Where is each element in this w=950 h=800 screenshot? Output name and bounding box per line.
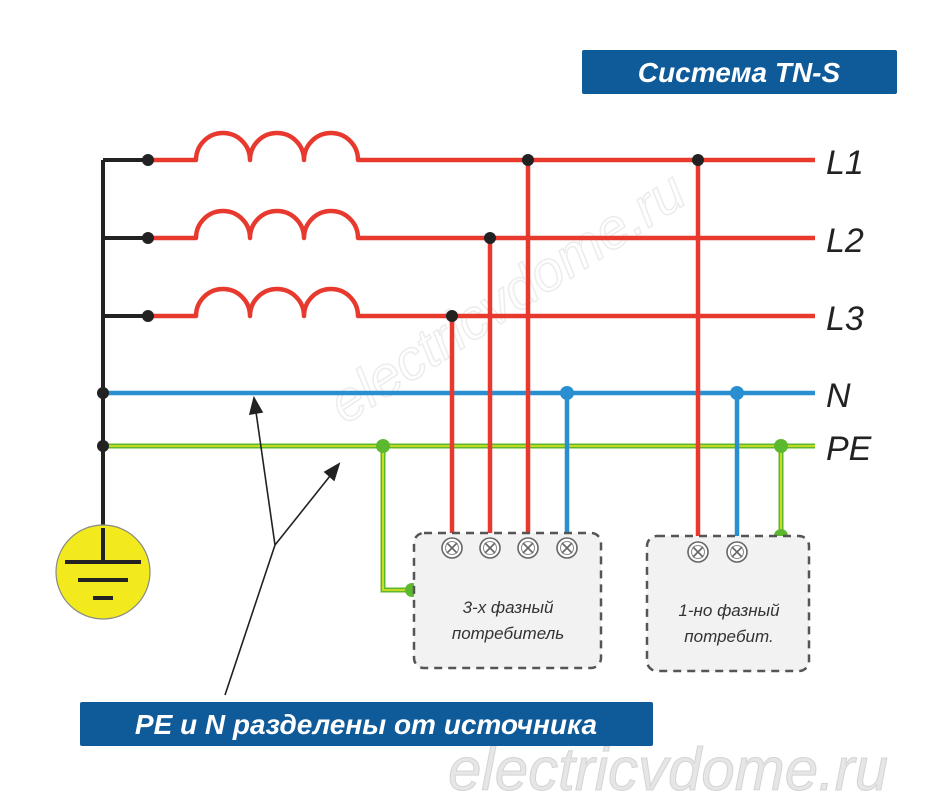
annotation-arrows [224, 395, 341, 696]
three-phase-consumer: 3-х фазный потребитель [412, 531, 603, 670]
terminal-screw-icon [517, 537, 539, 559]
junction-dot [97, 387, 109, 399]
three-phase-label-2: потребитель [452, 624, 564, 643]
terminal-screw-icon [556, 537, 578, 559]
single-phase-label-2: потребит. [684, 627, 773, 646]
three-phase-drops [449, 160, 531, 548]
line-label-n: N [826, 377, 851, 415]
note-text: PE и N разделены от источника [135, 709, 597, 740]
junction-dot [692, 154, 704, 166]
terminal-screw-icon [441, 537, 463, 559]
phase-lines [148, 130, 815, 319]
terminal-screw-icon [479, 537, 501, 559]
phase-line-l3 [148, 286, 815, 319]
junction-dot [97, 440, 109, 452]
junction-dot [142, 310, 154, 322]
phase-line-l2 [148, 208, 815, 241]
note-banner: PE и N разделены от источника [80, 702, 653, 746]
single-phase-label-1: 1-но фазный [678, 601, 780, 620]
junction-dot [446, 310, 458, 322]
pe-drop-three-phase [380, 446, 412, 593]
line-label-l1: L1 [826, 144, 864, 182]
phase-line-l1 [148, 130, 815, 163]
junction-dots [97, 154, 788, 597]
line-label-l3: L3 [826, 300, 864, 338]
terminal-screw-icon [726, 541, 748, 563]
page-title: Система TN-S [638, 57, 841, 88]
junction-dot-neutral [560, 386, 574, 400]
junction-dot-pe [774, 439, 788, 453]
title-banner: Система TN-S [582, 50, 897, 94]
line-label-pe: PE [826, 430, 872, 468]
junction-dot-neutral [730, 386, 744, 400]
arrow-head-icon [323, 462, 341, 482]
junction-dot [142, 154, 154, 166]
junction-dot [142, 232, 154, 244]
ground-symbol [55, 524, 151, 620]
source-bus [101, 158, 148, 528]
line-label-l2: L2 [826, 222, 864, 260]
three-phase-label-1: 3-х фазный [463, 598, 554, 617]
single-phase-consumer: 1-но фазный потребит. [645, 534, 811, 673]
arrow-head-icon [248, 395, 264, 415]
junction-dot [484, 232, 496, 244]
junction-dot [522, 154, 534, 166]
terminal-screw-icon [687, 541, 709, 563]
watermark-bottom: electricvdome.ru [448, 736, 888, 800]
junction-dot-pe [376, 439, 390, 453]
